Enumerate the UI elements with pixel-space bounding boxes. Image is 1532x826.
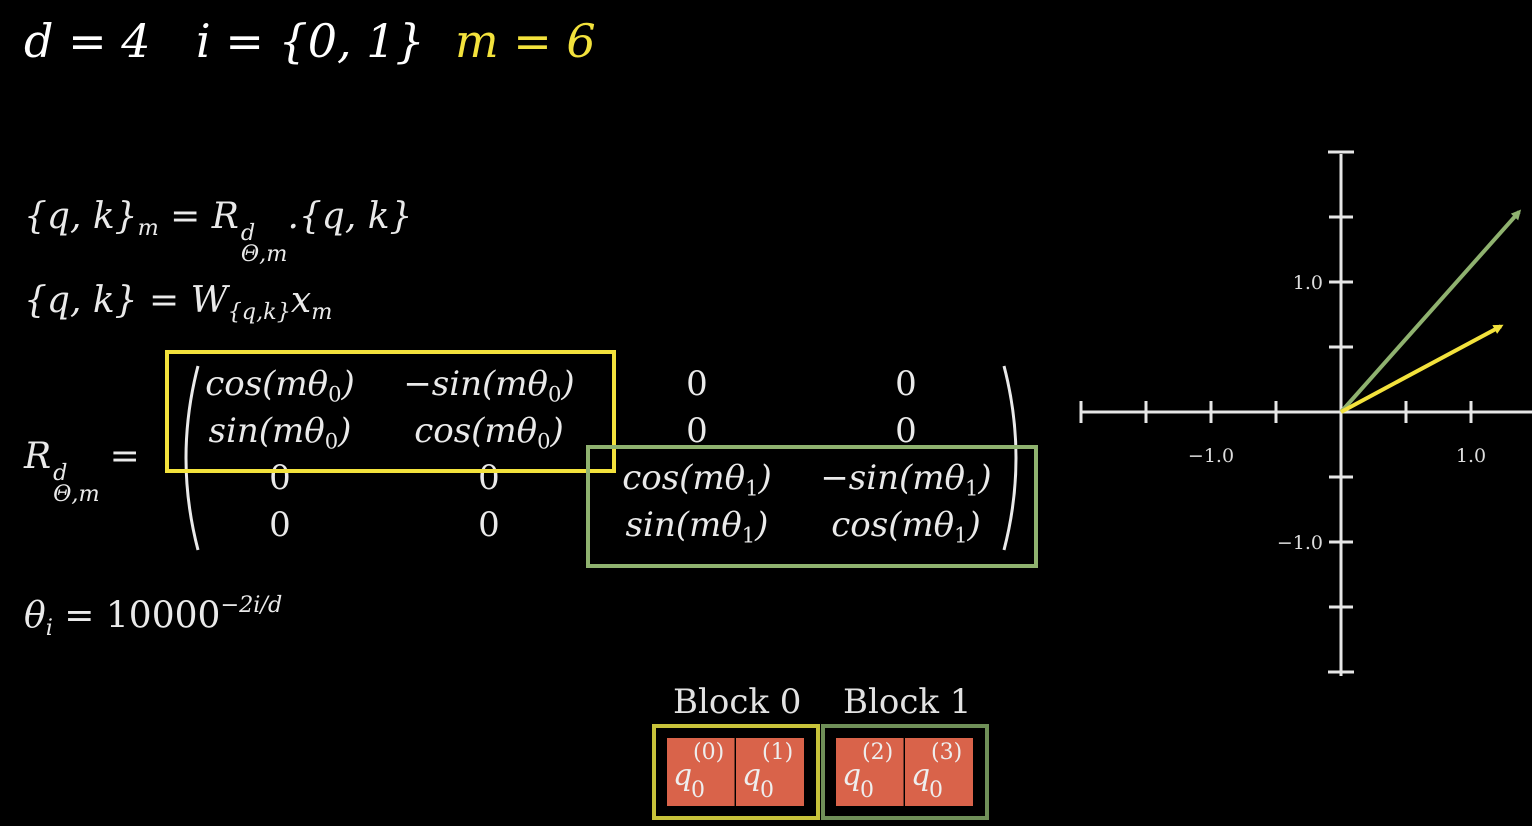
matrix-r0c0: cos(mθ0) <box>205 364 355 407</box>
matrix-r1c1: cos(mθ0) <box>414 411 564 454</box>
y-tick-label: −1.0 <box>1277 532 1323 554</box>
matrix-r1c3: 0 <box>895 411 917 451</box>
theta-formula: θi = 10000−2i/d <box>24 592 283 641</box>
q-cell-3: q(3)0 <box>905 738 973 806</box>
plot-axes: −1.0 1.0 1.0 −1.0 <box>1079 150 1532 676</box>
equation-projection: {q, k} = W{q,k}xm <box>24 280 333 326</box>
matrix-right-paren <box>1002 365 1018 551</box>
m-expression: m = 6 <box>455 14 596 68</box>
matrix-r0c3: 0 <box>895 364 917 404</box>
matrix-r1c2: 0 <box>686 411 708 451</box>
matrix-r1c0: sin(mθ0) <box>208 411 352 454</box>
block-0-label: Block 0 <box>673 682 802 722</box>
block-1-label: Block 1 <box>843 682 972 722</box>
yellow-vector <box>1340 324 1504 414</box>
matrix-r2c0: 0 <box>269 458 291 498</box>
block-0-outline <box>652 724 820 820</box>
matrix-r2c2: cos(mθ1) <box>622 458 772 501</box>
yellow-block-highlight <box>165 350 616 473</box>
x-tick-label: 1.0 <box>1456 445 1486 467</box>
green-vector <box>1339 209 1522 414</box>
q-cell-2: q(2)0 <box>836 738 904 806</box>
i-expression: i = {0, 1} <box>196 14 425 68</box>
d-expression: d = 4 <box>24 14 151 68</box>
matrix-r3c2: sin(mθ1) <box>625 505 769 548</box>
matrix-r3c3: cos(mθ1) <box>831 505 981 548</box>
x-tick-label: −1.0 <box>1188 445 1234 467</box>
block-1-outline <box>821 724 989 820</box>
matrix-r3c0: 0 <box>269 505 291 545</box>
matrix-r2c3: −sin(mθ1) <box>820 458 992 501</box>
matrix-left-paren <box>184 365 200 551</box>
green-block-highlight <box>586 445 1038 568</box>
matrix-r0c2: 0 <box>686 364 708 404</box>
matrix-r2c1: 0 <box>478 458 500 498</box>
matrix-r3c1: 0 <box>478 505 500 545</box>
rotation-plot: −1.0 1.0 1.0 −1.0 <box>1079 150 1532 676</box>
matrix-r0c1: −sin(mθ0) <box>403 364 575 407</box>
q-cell-1: q(1)0 <box>736 738 804 806</box>
y-tick-label: 1.0 <box>1293 272 1323 294</box>
q-cell-0: q(0)0 <box>667 738 735 806</box>
plot-vectors <box>1339 209 1522 414</box>
